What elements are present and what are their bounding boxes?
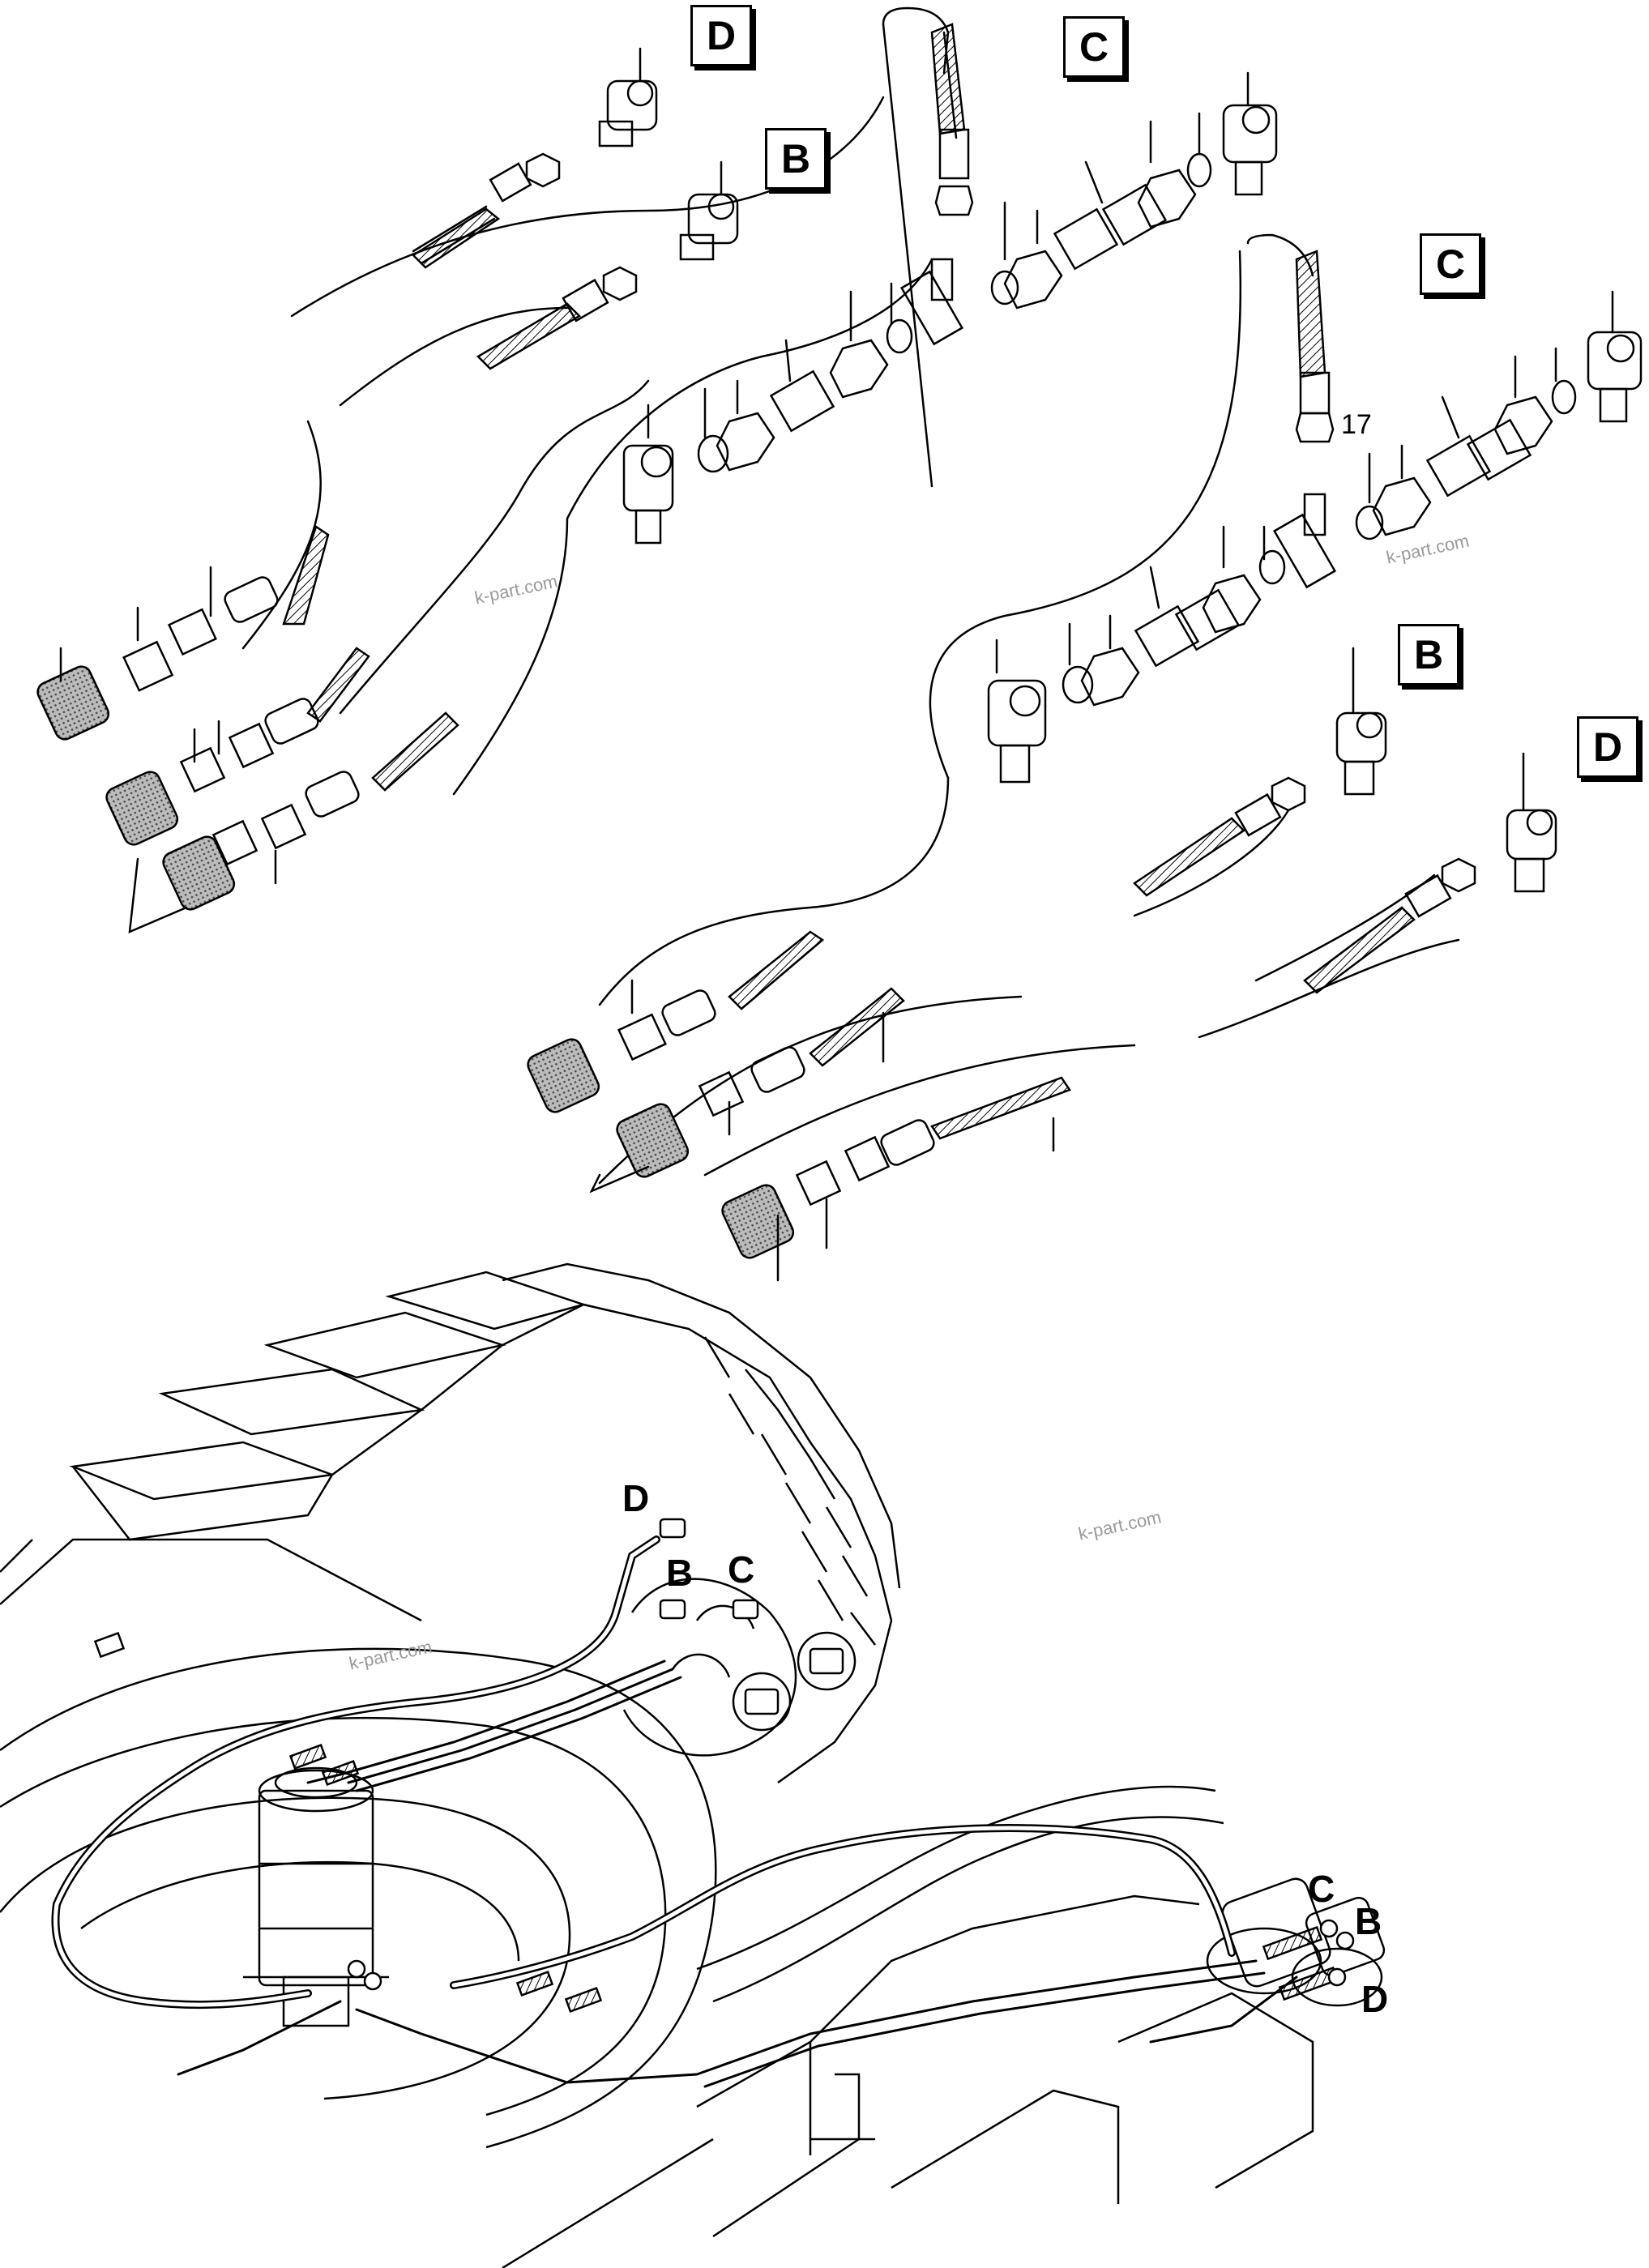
callout-d-left: D bbox=[622, 1477, 650, 1519]
hose-b-right bbox=[1133, 776, 1306, 917]
ref-label-d-top: D bbox=[690, 5, 752, 66]
hose-assembly-b-top bbox=[476, 266, 638, 370]
ref-label-c-right: C bbox=[1420, 233, 1481, 295]
guide-line bbox=[882, 6, 950, 75]
guide-line bbox=[929, 250, 1242, 779]
part-number-label: 17 bbox=[1341, 409, 1372, 440]
adapter-b-right bbox=[1335, 647, 1387, 796]
callout-b-left: B bbox=[666, 1552, 694, 1594]
vehicle-frame-assembly bbox=[0, 1262, 1386, 2268]
guide-line bbox=[339, 379, 650, 715]
routed-hose-lines bbox=[51, 1535, 1236, 2010]
guide-line bbox=[339, 306, 569, 407]
thin-hose-lines bbox=[177, 1659, 1298, 2088]
guide-line bbox=[703, 1044, 1136, 1177]
guide-line bbox=[566, 258, 933, 520]
guide-line bbox=[598, 776, 950, 1006]
end-fitting-cluster-center bbox=[527, 930, 1071, 1282]
guide-line bbox=[1198, 938, 1460, 1039]
hose-d-right bbox=[1303, 857, 1476, 994]
ref-label-b-right: B bbox=[1398, 624, 1459, 686]
end-fitting-cluster-left bbox=[36, 525, 459, 933]
callout-c-right: C bbox=[1308, 1868, 1335, 1910]
adapter-d-right bbox=[1506, 752, 1557, 893]
adapter-d-top bbox=[598, 47, 658, 147]
guide-line bbox=[452, 517, 569, 796]
hose-run-upper-center bbox=[930, 23, 974, 216]
ref-label-b-top: B bbox=[765, 128, 827, 190]
fitting-chain-top bbox=[622, 71, 1278, 545]
callout-b-right: B bbox=[1355, 1900, 1382, 1942]
callout-c-left: C bbox=[728, 1548, 755, 1591]
callout-d-right: D bbox=[1361, 1978, 1389, 2020]
guide-line bbox=[290, 96, 885, 318]
ref-label-d-right: D bbox=[1577, 716, 1638, 778]
guide-line bbox=[241, 420, 322, 650]
hose-clamps bbox=[288, 1518, 1355, 2013]
guide-line bbox=[882, 23, 933, 488]
ref-label-c-top: C bbox=[1063, 16, 1125, 78]
hose-assembly-d-top bbox=[412, 152, 561, 269]
adapter-b-top bbox=[679, 160, 739, 261]
fitting-chain-bottom bbox=[987, 250, 1643, 784]
